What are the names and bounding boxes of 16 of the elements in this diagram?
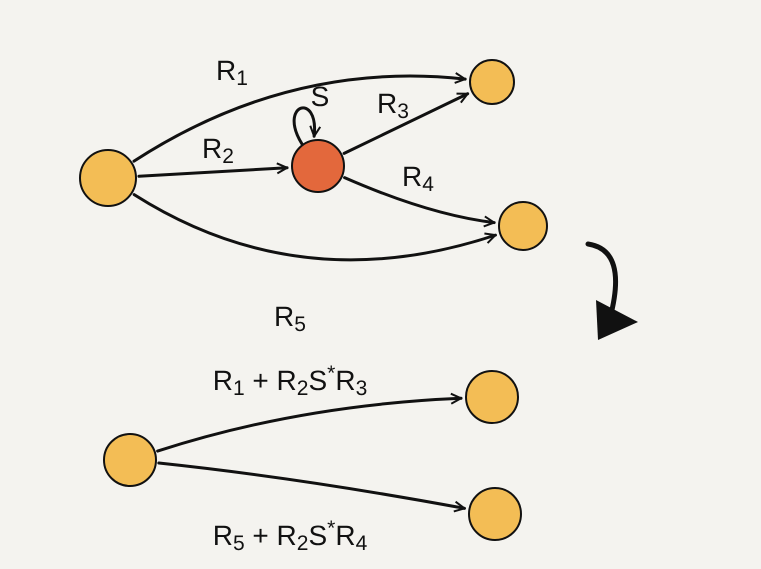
edge-label: S (310, 83, 330, 111)
edge-label: R$_{1}$ + R$_{2}$S$^{*}$R$_{3}$ (212, 367, 368, 395)
arrow (156, 392, 463, 453)
arrow (137, 162, 289, 178)
edge-label: R$_{3}$ (376, 90, 410, 118)
arrow (343, 176, 496, 228)
edge-label: R$_{1}$ (215, 57, 249, 85)
arrow (132, 72, 467, 163)
arrow (157, 462, 466, 512)
edge-label: R$_{4}$ (401, 163, 435, 191)
edge-label: R$_{5}$ (273, 303, 307, 331)
arrow (342, 92, 470, 155)
arrow (292, 106, 320, 146)
edge-label: R$_{5}$ + R$_{2}$S$^{*}$R$_{4}$ (212, 522, 368, 550)
edge-label: R$_{2}$ (201, 135, 235, 163)
arrow (132, 193, 497, 262)
